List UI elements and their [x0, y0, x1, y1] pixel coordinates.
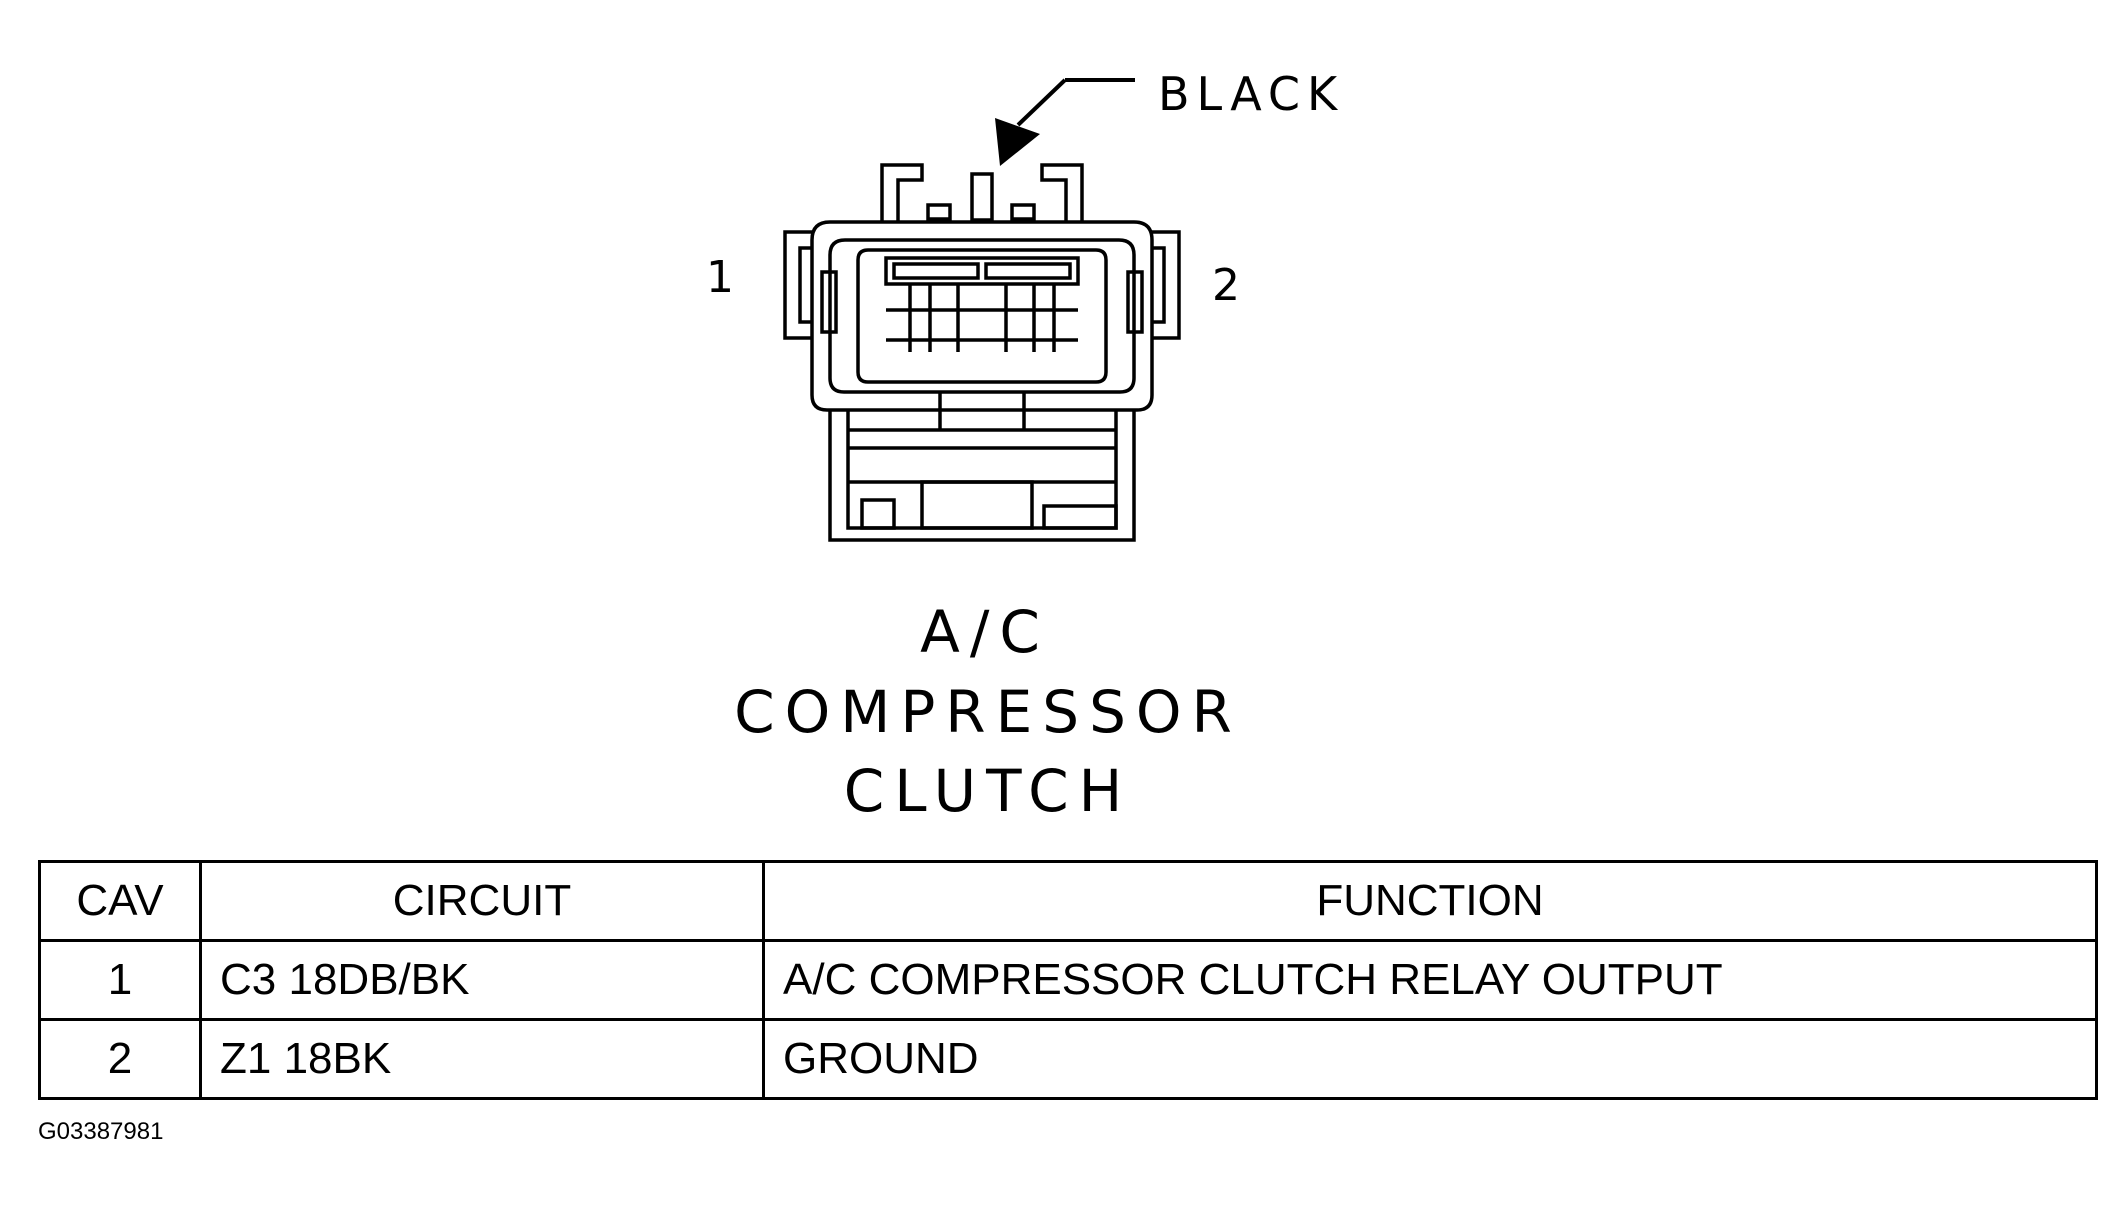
component-name: A/C COMPRESSOR CLUTCH	[734, 598, 1242, 825]
table-header-row: CAV CIRCUIT FUNCTION	[38, 860, 2098, 942]
callout-leader	[995, 78, 1135, 166]
wire-color-callout: BLACK	[1158, 67, 1344, 121]
arrow-head-icon	[995, 118, 1040, 166]
connector-diagram: BLACK 1 2 A/C COMPRESSOR CLUTCH	[706, 67, 1344, 825]
cell-circuit: Z1 18BK	[199, 1018, 765, 1100]
component-name-line-3: CLUTCH	[844, 757, 1133, 825]
component-name-line-1: A/C	[920, 598, 1050, 666]
table-row: 1 C3 18DB/BK A/C COMPRESSOR CLUTCH RELAY…	[38, 939, 2098, 1021]
pinout-table: CAV CIRCUIT FUNCTION 1 C3 18DB/BK A/C CO…	[38, 860, 2098, 1100]
header-cav: CAV	[38, 860, 202, 942]
table-row: 2 Z1 18BK GROUND	[38, 1018, 2098, 1100]
cell-cav: 2	[38, 1018, 202, 1100]
cell-function: GROUND	[762, 1018, 2098, 1100]
figure-id: G03387981	[38, 1118, 164, 1145]
cell-circuit: C3 18DB/BK	[199, 939, 765, 1021]
cell-function: A/C COMPRESSOR CLUTCH RELAY OUTPUT	[762, 939, 2098, 1021]
pin-label-left: 1	[706, 252, 734, 303]
header-function: FUNCTION	[762, 860, 2098, 942]
pin-label-right: 2	[1212, 260, 1240, 311]
cell-cav: 1	[38, 939, 202, 1021]
component-name-line-2: COMPRESSOR	[734, 678, 1242, 746]
connector-drawing	[783, 163, 1181, 542]
header-circuit: CIRCUIT	[199, 860, 765, 942]
